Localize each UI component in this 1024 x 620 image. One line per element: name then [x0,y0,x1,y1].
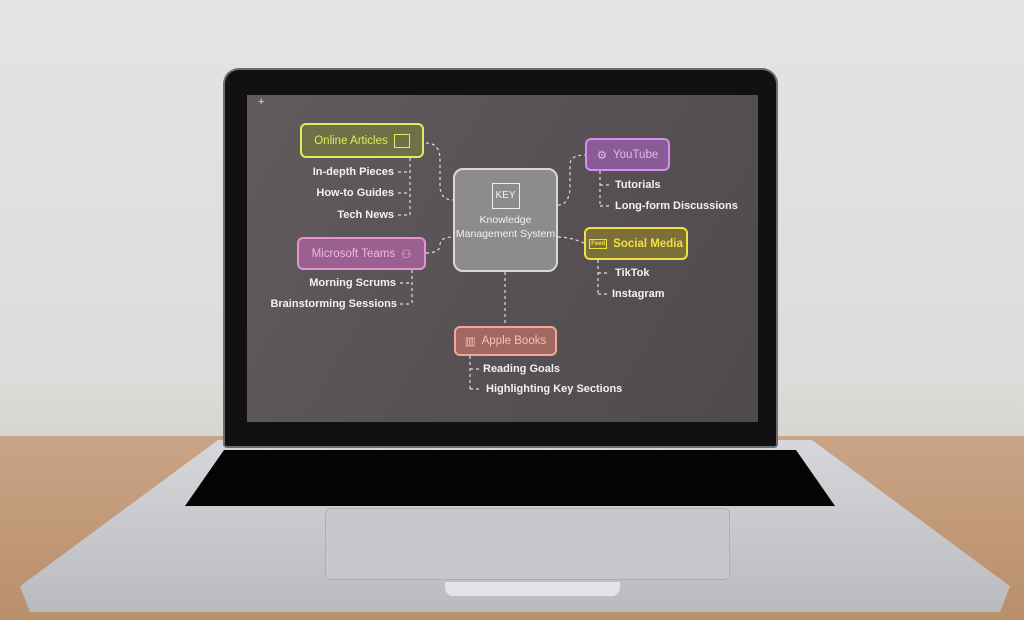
node-youtube[interactable]: ⚙ YouTube [585,138,670,171]
node-label: YouTube [613,148,659,161]
feed-camera-icon: Feed [589,238,608,249]
node-label: Apple Books [481,335,547,347]
lid-notch [445,582,620,596]
list-item: Morning Scrums [309,277,396,289]
list-item: Tech News [337,209,394,221]
newspaper-icon [393,133,410,148]
center-node[interactable]: KEY Knowledge Management System [453,168,558,272]
key-icon: KEY [491,183,520,209]
list-item: In-depth Pieces [312,166,394,178]
plus-icon[interactable]: + [258,96,265,108]
keyboard [185,450,835,506]
node-online-articles[interactable]: Online Articles [300,123,424,158]
list-item: Highlighting Key Sections [486,383,623,395]
list-item: Tutorials [615,179,661,191]
list-item: Reading Goals [483,363,561,375]
list-item: Brainstorming Sessions [270,298,397,310]
node-microsoft-teams[interactable]: Microsoft Teams ⚇ [297,237,426,270]
node-apple-books[interactable]: ▥ Apple Books [454,326,557,356]
gear-play-icon: ⚙ [596,149,608,162]
books-icon: ▥ [464,336,476,348]
trackpad [325,508,730,580]
team-icon: ⚇ [401,248,412,261]
node-label: Social Media [613,237,683,250]
list-item: TikTok [615,267,650,279]
list-item: Instagram [612,288,665,300]
center-title: Knowledge Management System [455,214,556,240]
node-label: Online Articles [314,134,388,147]
list-item: Long-form Discussions [615,200,738,212]
list-item: How-to Guides [316,187,394,199]
node-social-media[interactable]: Feed Social Media [584,227,688,260]
node-label: Microsoft Teams [311,247,396,260]
